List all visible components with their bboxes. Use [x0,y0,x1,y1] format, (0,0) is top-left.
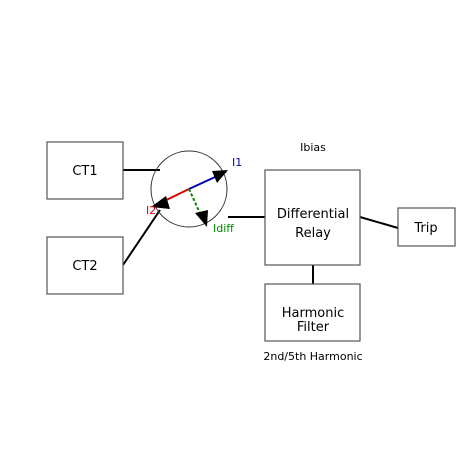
i2-arrowhead [151,196,170,209]
trip-block: Trip [397,207,456,247]
relay-to-trip-wire [359,216,399,229]
idiff-arrowhead [195,210,208,227]
harmonic-note: 2nd/5th Harmonic [263,350,362,363]
phasor-circle [150,150,228,228]
i2-label: I2 [146,204,156,217]
filter-label-line2: Filter [297,320,330,335]
idiff-phasor [188,188,204,221]
ct2-wire [122,209,161,266]
filter-label-line1: Harmonic [282,306,344,321]
ct1-block: CT1 [46,141,124,200]
ct2-block: CT2 [46,236,124,295]
ibias-label: Ibias [300,141,326,154]
relay-label-line2: Relay [295,226,331,241]
ct2-label: CT2 [72,259,97,274]
trip-label: Trip [413,221,437,236]
i1-label: I1 [232,156,242,169]
ct1-label: CT1 [72,164,97,179]
harmonic-filter-block: Harmonic Filter [264,283,361,342]
idiff-label: Idiff [213,222,234,235]
differential-relay-block: Differential Relay [264,169,361,266]
phasor-diagram: I1 I2 Idiff [146,150,242,235]
relay-label-line1: Differential [277,207,349,222]
i1-arrowhead [212,170,228,183]
